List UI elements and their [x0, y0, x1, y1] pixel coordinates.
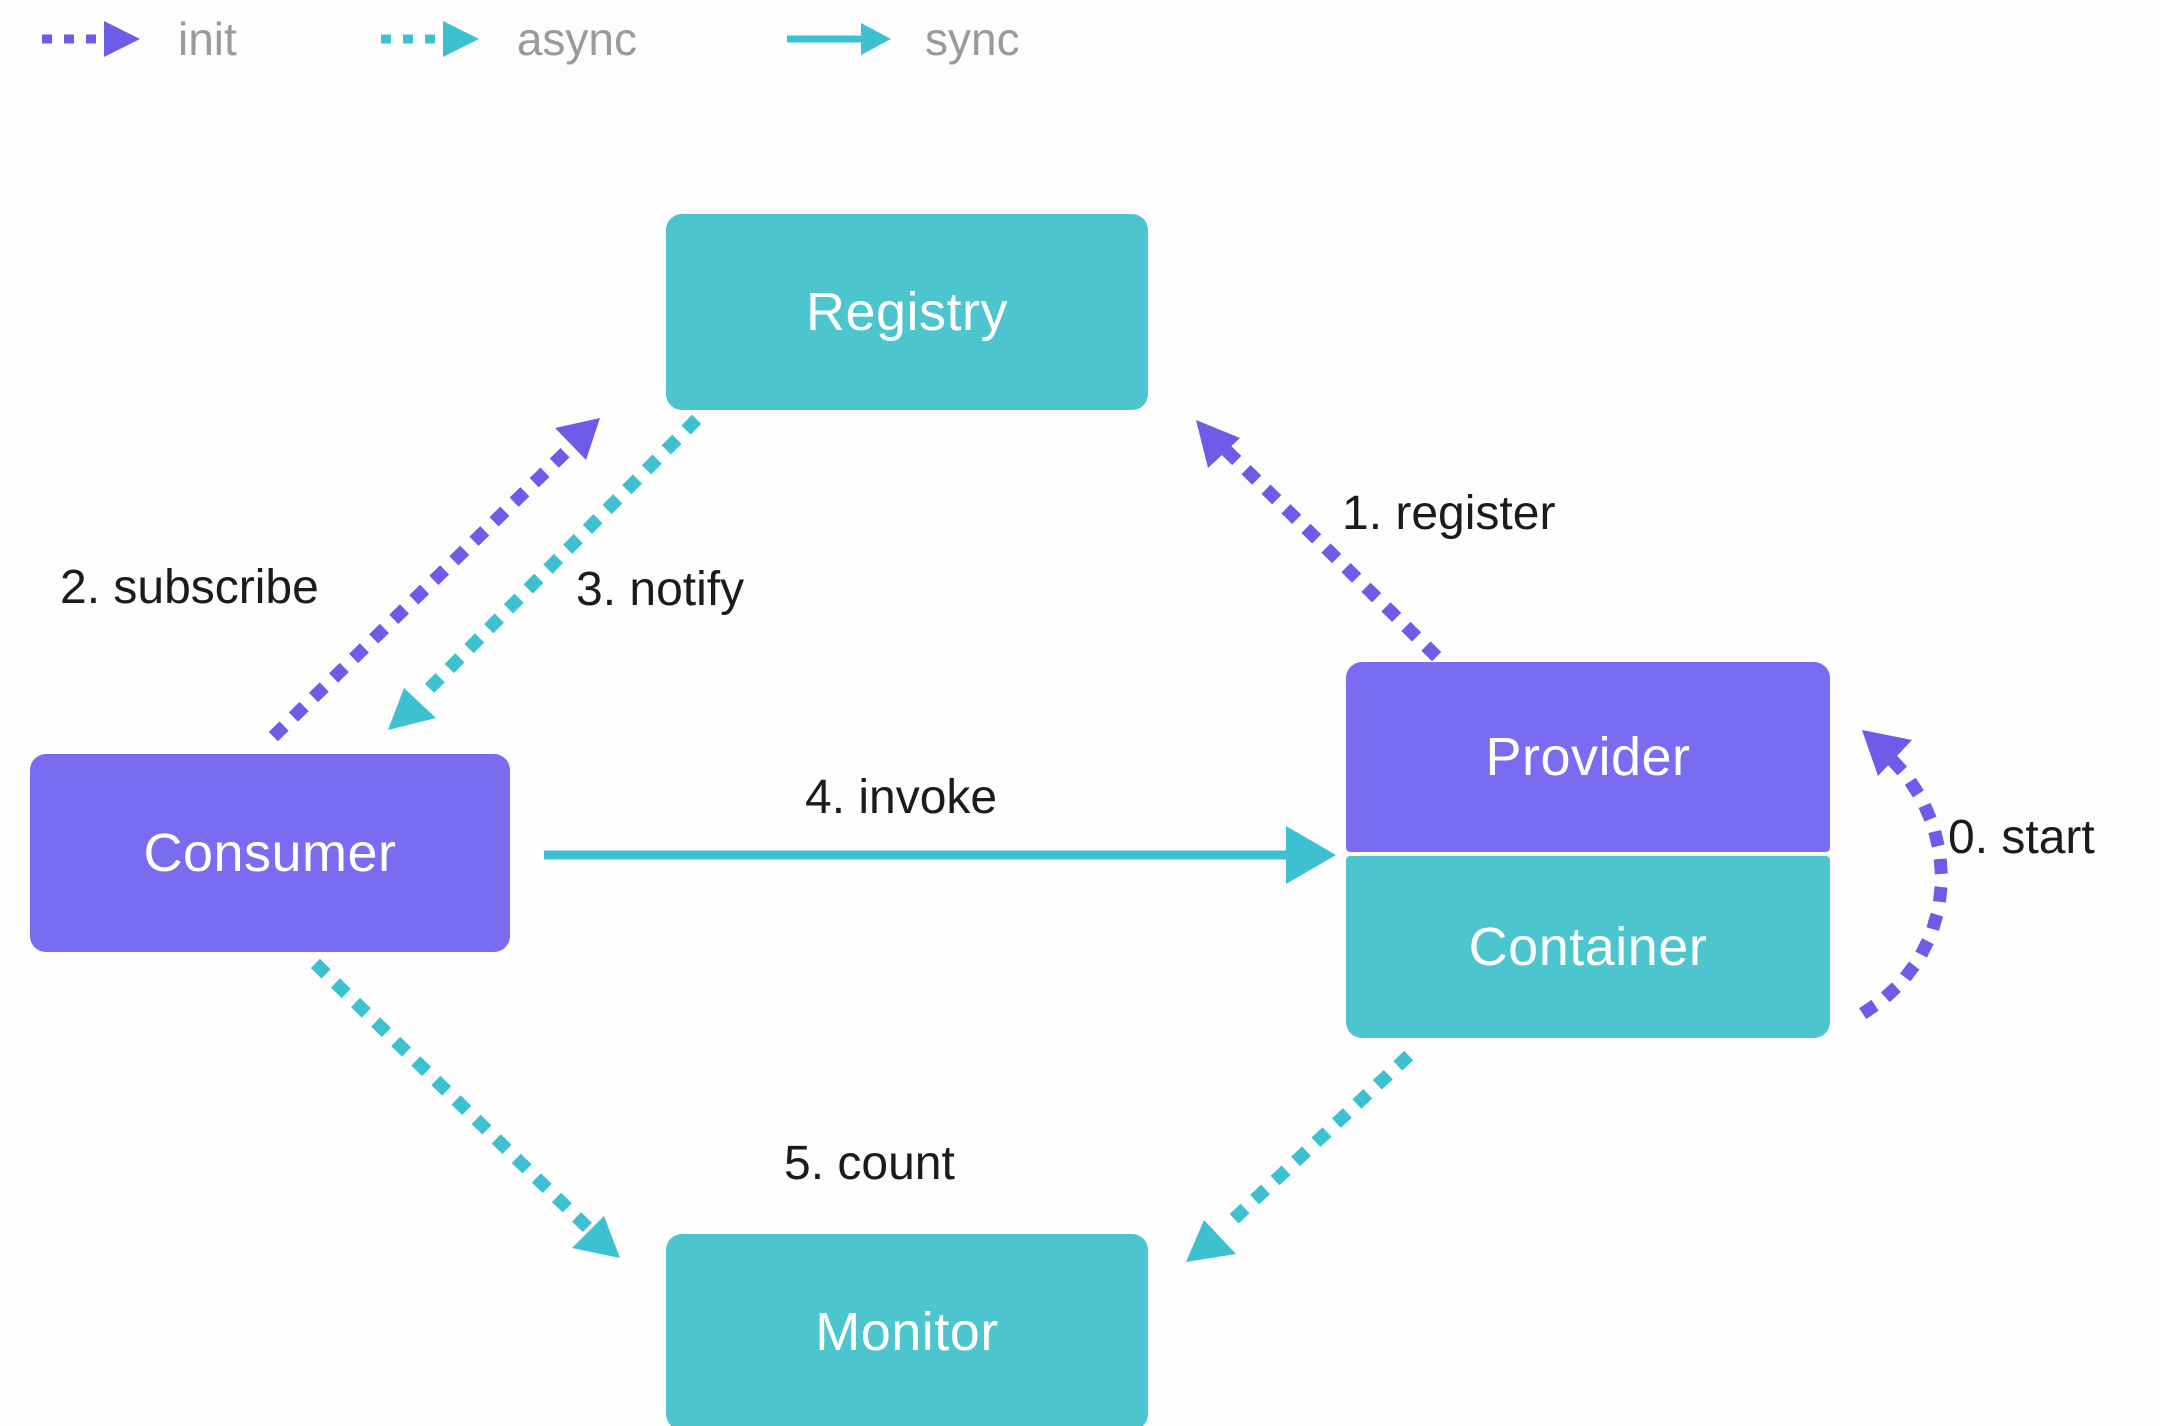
solid-arrow-right-icon: [785, 19, 897, 59]
edge-label-register: 1. register: [1342, 487, 1556, 540]
dotted-arrow-right-icon: [377, 19, 489, 59]
legend: init async sync: [0, 0, 2160, 78]
node-container[interactable]: Container: [1346, 856, 1830, 1038]
edge-invoke: [544, 826, 1336, 884]
edge-count-container: [1186, 1050, 1414, 1262]
legend-label-sync: sync: [924, 13, 1020, 65]
edge-label-start: 0. start: [1948, 811, 2095, 864]
node-consumer[interactable]: Consumer: [30, 754, 510, 952]
legend-item-async: async: [377, 0, 637, 78]
node-monitor-label: Monitor: [815, 1302, 999, 1362]
edge-subscribe: [268, 418, 600, 742]
node-consumer-label: Consumer: [143, 823, 397, 883]
dotted-arrow-right-icon: [38, 19, 150, 59]
edge-label-notify: 3. notify: [576, 563, 745, 616]
edge-label-invoke: 4. invoke: [805, 771, 998, 824]
node-registry-label: Registry: [805, 282, 1009, 342]
edge-label-count: 5. count: [784, 1137, 955, 1190]
edge-start: [1859, 730, 1948, 1019]
legend-item-sync: sync: [785, 0, 1020, 78]
legend-label-init: init: [178, 13, 237, 65]
node-provider-label: Provider: [1485, 727, 1691, 787]
node-provider[interactable]: Provider: [1346, 662, 1830, 852]
edge-count-consumer: [310, 958, 620, 1258]
node-container-label: Container: [1468, 917, 1708, 977]
legend-item-init: init: [38, 0, 237, 78]
edge-label-subscribe: 2. subscribe: [60, 561, 319, 614]
node-monitor[interactable]: Monitor: [666, 1234, 1148, 1426]
legend-label-async: async: [516, 13, 637, 65]
node-registry[interactable]: Registry: [666, 214, 1148, 410]
